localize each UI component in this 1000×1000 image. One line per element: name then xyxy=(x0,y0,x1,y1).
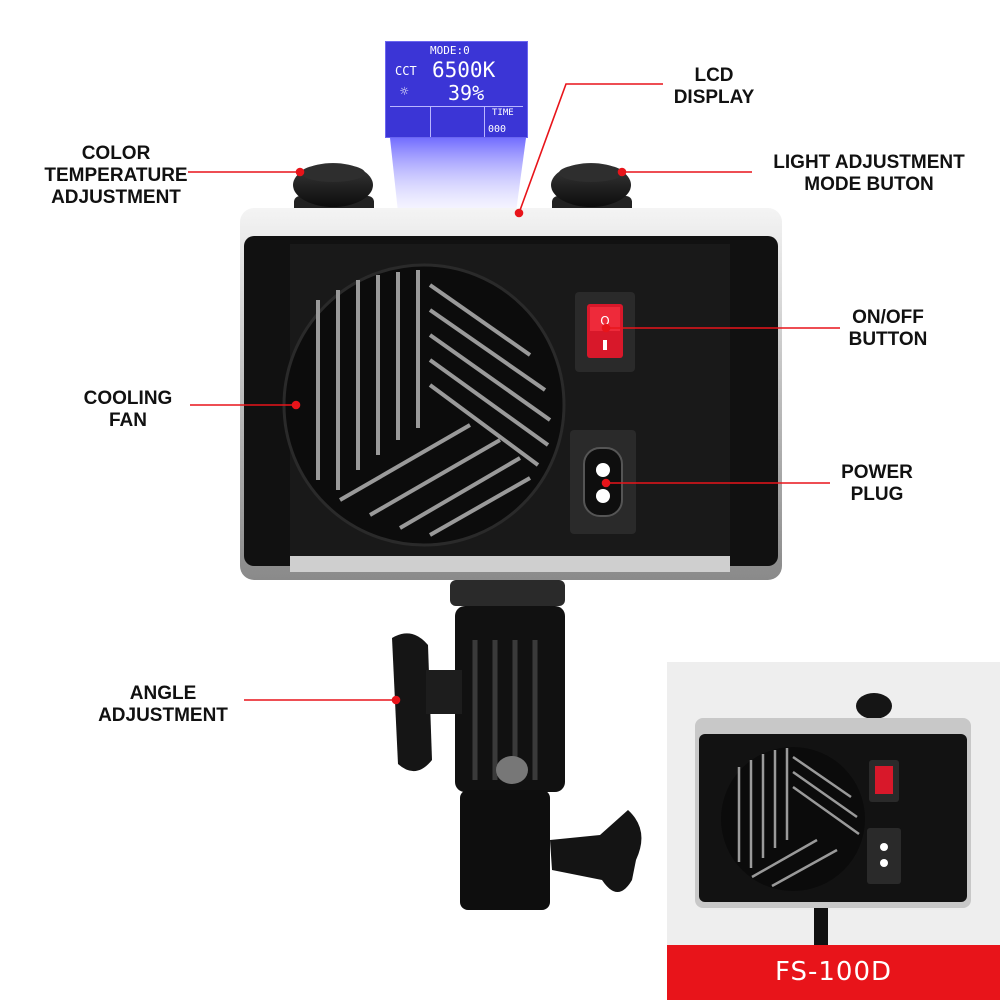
label-color-temperature: COLOR TEMPERATURE ADJUSTMENT xyxy=(44,143,188,208)
label-cooling-fan: COOLING FAN xyxy=(83,388,173,431)
label-light-adjustment-mode: LIGHT ADJUSTMENT MODE BUTON xyxy=(773,152,965,195)
label-power-plug: POWER PLUG xyxy=(841,462,913,505)
lcd-screen: MODE:0 CCT 6500K ☼ 39% TIME 000 xyxy=(385,41,528,138)
svg-text:O: O xyxy=(600,314,609,328)
lcd-cct-value: 6500K xyxy=(432,58,496,82)
model-banner: FS-100D xyxy=(667,945,1000,1000)
lcd-brightness: 39% xyxy=(448,81,485,105)
lcd-divider xyxy=(390,106,523,107)
lcd-cct-label: CCT xyxy=(395,64,417,78)
lcd-time-value: 000 xyxy=(488,124,507,135)
label-onoff-button: ON/OFF BUTTON xyxy=(848,307,928,350)
callout-lines xyxy=(188,83,840,705)
lcd-glow xyxy=(390,138,526,212)
inset-product-view xyxy=(667,662,1000,1000)
sun-icon: ☼ xyxy=(400,84,409,100)
inset-illustration xyxy=(695,693,971,948)
label-angle-adjustment: ANGLE ADJUSTMENT xyxy=(98,683,228,726)
lcd-divider xyxy=(430,106,431,137)
color-temperature-knob xyxy=(293,163,374,214)
lcd-time-label: TIME xyxy=(492,108,514,118)
lcd-divider xyxy=(484,106,485,137)
angle-mount xyxy=(392,580,642,910)
cooling-fan xyxy=(282,263,566,547)
mode-button-knob xyxy=(551,163,632,214)
label-lcd-display: LCD DISPLAY xyxy=(673,65,755,108)
lcd-mode: MODE:0 xyxy=(430,44,470,57)
housing-bottom-trim xyxy=(290,556,730,572)
